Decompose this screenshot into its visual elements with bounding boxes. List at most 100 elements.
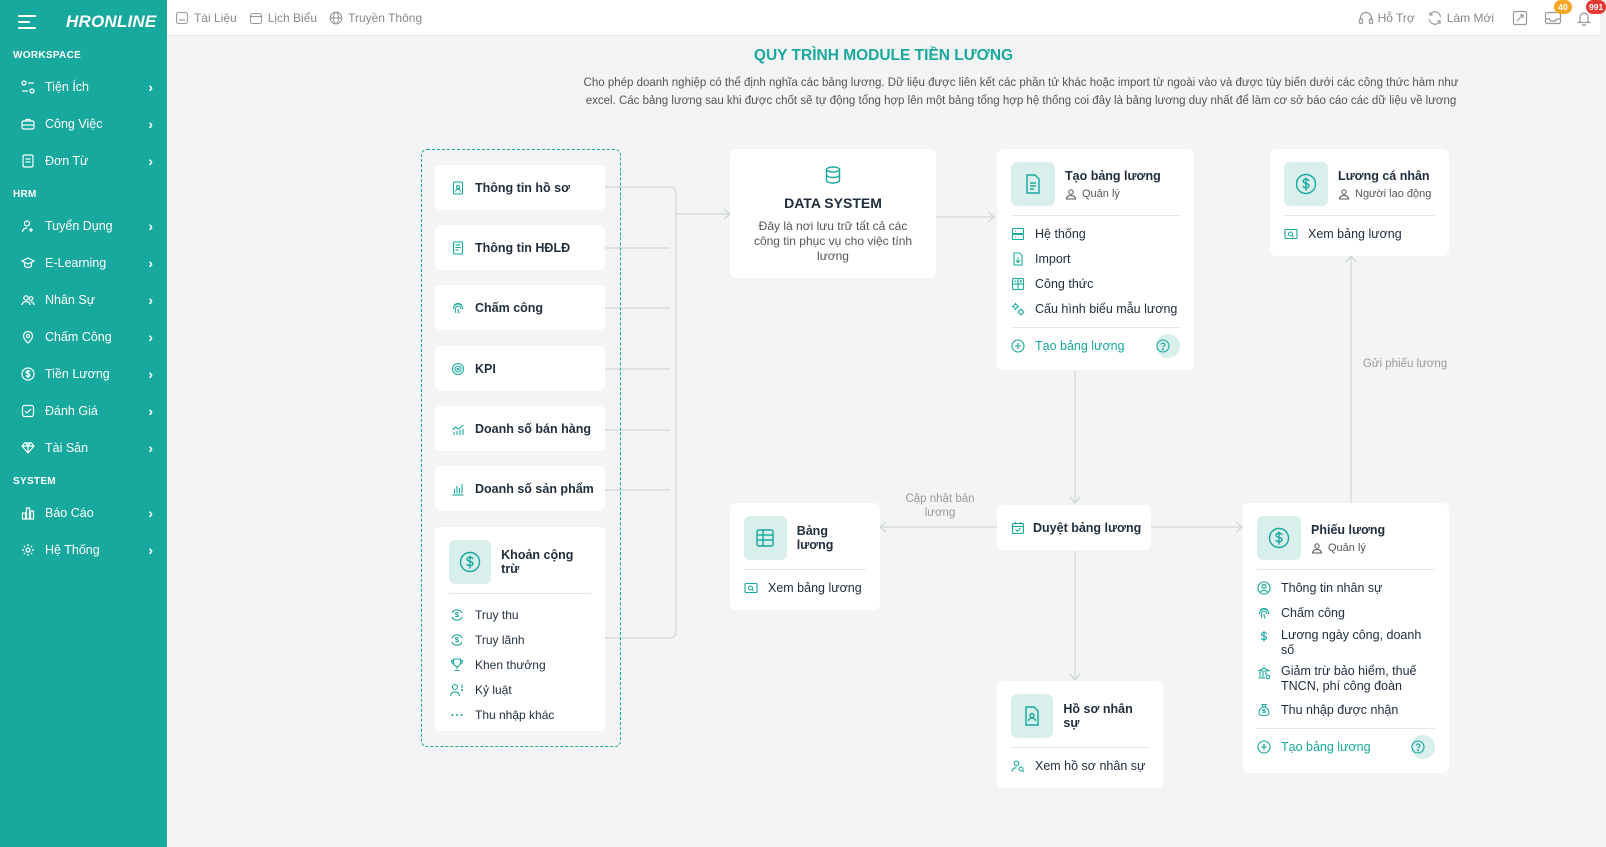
- topbar-link-truyen-thong[interactable]: Truyền Thông: [329, 11, 422, 25]
- create-payroll-role: Quản lý: [1065, 188, 1161, 200]
- deduction-item-thu-nhap-khac[interactable]: Thu nhập khác: [449, 702, 591, 727]
- source-label: Thông tin hồ sơ: [475, 180, 570, 195]
- fullscreen-button[interactable]: [1512, 10, 1528, 26]
- deduction-item-truy-lanh[interactable]: Truy lãnh: [449, 627, 591, 652]
- support-button[interactable]: Hỗ Trợ: [1358, 10, 1415, 26]
- deductions-title: Khoản cộng trừ: [501, 548, 574, 576]
- payslip-item-label: Thu nhập được nhận: [1281, 702, 1399, 717]
- sidebar-item-tuyen-dung[interactable]: Tuyển Dụng ›: [0, 207, 167, 244]
- payslip-create-action[interactable]: Tạo bảng lương: [1257, 729, 1435, 765]
- sidebar-item-tien-ich[interactable]: Tiện Ích ›: [0, 68, 167, 105]
- create-option-he-thong[interactable]: Hệ thống: [1011, 221, 1180, 246]
- deduction-item-khen-thuong[interactable]: Khen thưởng: [449, 652, 591, 677]
- employee-profile-card[interactable]: Hồ sơ nhân sự Xem hồ sơ nhân sự: [997, 681, 1163, 788]
- source-cham-cong[interactable]: Chấm công: [435, 285, 605, 330]
- create-option-cong-thuc[interactable]: Công thức: [1011, 271, 1180, 296]
- table-icon: [744, 516, 787, 560]
- source-thong-tin-ho-so[interactable]: Thông tin hồ sơ: [435, 165, 605, 210]
- help-icon[interactable]: [1411, 735, 1435, 759]
- approve-payroll-title: Duyệt bảng lương: [1033, 520, 1142, 535]
- user-icon: [1338, 188, 1350, 199]
- sidebar-item-don-tu[interactable]: Đơn Từ ›: [0, 142, 167, 179]
- sidebar-item-he-thong[interactable]: Hệ Thống ›: [0, 531, 167, 568]
- sidebar-item-label: Đánh Giá: [45, 403, 98, 418]
- create-payroll-card[interactable]: Tạo bảng lương Quản lý Hệ thống Import C…: [997, 149, 1194, 370]
- view-payroll-link[interactable]: Xem bảng lương: [744, 575, 866, 600]
- topbar-link-label: Truyền Thông: [348, 10, 423, 25]
- sidebar-item-tai-san[interactable]: Tài Sản ›: [0, 429, 167, 466]
- document-icon: [1011, 162, 1055, 206]
- view-employee-profile-link[interactable]: Xem hồ sơ nhân sự: [1011, 753, 1149, 778]
- add-circle-icon: [1257, 740, 1271, 754]
- create-option-cau-hinh[interactable]: Cấu hình biểu mẫu lương: [1011, 296, 1180, 321]
- divider: [1257, 728, 1435, 729]
- users-icon: [20, 292, 36, 308]
- topbar-link-tai-lieu[interactable]: Tài Liệu: [175, 11, 237, 25]
- money-refresh-icon: [451, 608, 463, 621]
- page-description: Cho phép doanh nghiệp có thể định nghĩa …: [583, 77, 1459, 107]
- money-bag-icon: [1258, 703, 1270, 716]
- payslip-item-label: Chấm công: [1281, 605, 1345, 620]
- mail-icon: [1544, 11, 1562, 24]
- flow-label-update: Cập nhật bản lương: [905, 493, 975, 519]
- sidebar-item-label: E-Learning: [45, 255, 107, 270]
- sidebar-item-bao-cao[interactable]: Báo Cáo ›: [0, 494, 167, 531]
- menu-icon[interactable]: [18, 15, 38, 29]
- payslip-item: Lương ngày công, doanh số: [1257, 625, 1435, 661]
- globe-icon: [329, 11, 343, 24]
- notification-button[interactable]: 991: [1576, 0, 1606, 26]
- data-system-title: DATA SYSTEM: [784, 195, 882, 211]
- notification-badge: 991: [1586, 0, 1606, 14]
- create-option-label: Cấu hình biểu mẫu lương: [1035, 301, 1178, 316]
- data-system-card[interactable]: DATA SYSTEM Đây là nơi lưu trữ tất cả cá…: [730, 149, 936, 278]
- topbar: Tài Liệu Lịch Biểu Truyền Thông Hỗ Trợ L…: [167, 0, 1606, 36]
- source-label: Thông tin HĐLĐ: [475, 240, 571, 255]
- source-doanh-so-san-pham[interactable]: Doanh số sản phẩm: [435, 466, 605, 511]
- create-payroll-action[interactable]: Tạo bảng lương: [1011, 328, 1180, 364]
- divider: [1011, 747, 1149, 748]
- chevron-right-icon: ›: [148, 217, 153, 234]
- view-payroll-label: Xem bảng lương: [1308, 226, 1402, 241]
- document-icon: [20, 153, 36, 169]
- deduction-label: Kỷ luật: [475, 682, 512, 697]
- sidebar-item-label: Tiện Ích: [45, 79, 90, 94]
- logo[interactable]: HRONLINE: [66, 12, 157, 31]
- sidebar-item-cham-cong[interactable]: Chấm Công ›: [0, 318, 167, 355]
- help-icon[interactable]: [1156, 334, 1180, 358]
- approve-payroll-card[interactable]: Duyệt bảng lương: [997, 505, 1151, 550]
- topbar-link-lich-bieu[interactable]: Lịch Biểu: [249, 11, 317, 25]
- dollar-icon: [1257, 516, 1301, 560]
- mail-button[interactable]: 40: [1544, 0, 1572, 26]
- deduction-label: Truy thu: [475, 607, 519, 622]
- payroll-table-card[interactable]: Bảng lương Xem bảng lương: [730, 503, 880, 610]
- file-import-icon: [1013, 251, 1023, 266]
- deductions-card[interactable]: Khoản cộng trừ Truy thu Truy lãnh Khen t…: [435, 527, 605, 731]
- sidebar-item-cong-viec[interactable]: Công Việc ›: [0, 105, 167, 142]
- divider: [1011, 215, 1180, 216]
- payslip-item: Thu nhập được nhận: [1257, 697, 1435, 722]
- view-payroll-link[interactable]: Xem bảng lương: [1284, 221, 1435, 246]
- location-icon: [20, 329, 36, 345]
- payslip-title: Phiếu lương: [1311, 522, 1386, 537]
- deduction-label: Truy lãnh: [475, 632, 525, 647]
- user-search-icon: [1011, 760, 1025, 772]
- create-option-import[interactable]: Import: [1011, 246, 1180, 271]
- sales-chart-icon: [452, 424, 464, 435]
- divider: [449, 593, 591, 594]
- personal-salary-card[interactable]: Lương cá nhân Người lao động Xem bảng lư…: [1270, 149, 1449, 256]
- sidebar-item-nhan-su[interactable]: Nhân Sự ›: [0, 281, 167, 318]
- payslip-card[interactable]: Phiếu lương Quản lý Thông tin nhân sự Ch…: [1243, 503, 1449, 773]
- sidebar-item-tien-luong[interactable]: Tiền Lương ›: [0, 355, 167, 392]
- source-doanh-so-ban-hang[interactable]: Doanh số bán hàng: [435, 406, 605, 451]
- source-thong-tin-hdld[interactable]: Thông tin HĐLĐ: [435, 225, 605, 270]
- payslip-item: Giảm trừ bảo hiểm, thuế TNCN, phí công đ…: [1257, 661, 1435, 697]
- deduction-item-ky-luat[interactable]: Kỷ luật: [449, 677, 591, 702]
- sidebar-item-danh-gia[interactable]: Đánh Giá ›: [0, 392, 167, 429]
- sidebar-item-e-learning[interactable]: E-Learning ›: [0, 244, 167, 281]
- source-kpi[interactable]: KPI: [435, 346, 605, 391]
- fingerprint-icon: [1258, 607, 1270, 619]
- deduction-item-truy-thu[interactable]: Truy thu: [449, 602, 591, 627]
- personal-salary-role: Người lao động: [1338, 188, 1431, 200]
- refresh-button[interactable]: Làm Mới: [1427, 10, 1494, 26]
- sidebar-section-title: SYSTEM: [13, 476, 56, 487]
